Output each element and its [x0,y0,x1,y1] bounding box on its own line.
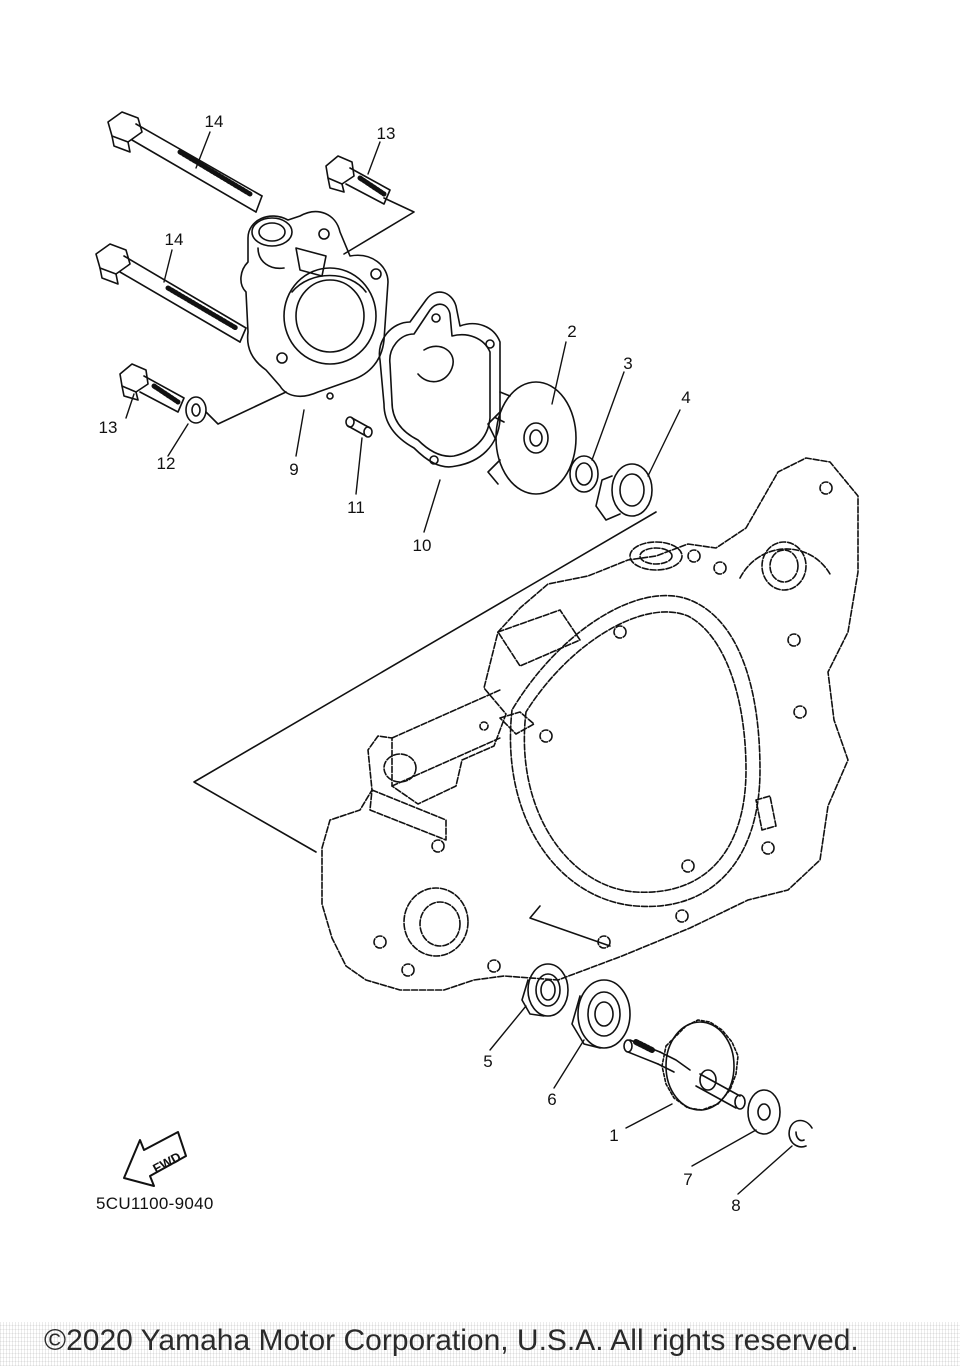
callout-8: 8 [731,1196,741,1215]
fwd-label: FWD [150,1149,183,1176]
leader-crankcase [193,511,657,853]
callout-9: 9 [289,460,299,479]
circlip-8 [788,1119,813,1148]
leader-13-upper [343,197,415,255]
impeller-2 [487,381,577,495]
bearing-6 [571,979,631,1049]
copyright-bar: ©2020 Yamaha Motor Corporation, U.S.A. A… [0,1322,960,1366]
impeller-shaft-gear-1 [623,1019,746,1111]
bolt-14-lower [95,243,247,343]
gasket-10 [378,291,501,468]
washer-7 [747,1089,781,1135]
callout-12: 12 [156,454,176,473]
bolt-13-upper [325,155,391,205]
oil-seal-3 [569,455,599,493]
callout-6: 6 [547,1090,557,1109]
diagram-code: 5CU1100-9040 [96,1194,214,1213]
callout-11: 11 [347,498,365,517]
callout-leaders [125,131,793,1195]
fwd-arrow-icon: FWD [123,1131,187,1187]
crankcase-details [373,481,833,977]
callout-10: 10 [412,536,432,555]
callout-13-lower: 13 [98,418,118,437]
callout-7: 7 [683,1170,693,1189]
water-pump-cover-9 [240,210,389,400]
bolt-13-lower [119,363,185,413]
dowel-pin-11 [345,416,373,438]
bearing-5 [521,963,569,1017]
crankcase-cover [321,457,859,991]
callout-4: 4 [681,388,691,407]
callout-3: 3 [623,354,633,373]
callout-13-upper: 13 [376,124,396,143]
callout-14-lower: 14 [164,230,184,249]
leader-13-lower [205,391,287,425]
washer-12 [185,396,207,424]
leader-shaft-bore [529,905,611,947]
callout-2: 2 [567,322,577,341]
bolt-14-upper [107,111,263,213]
callout-1: 1 [609,1126,619,1145]
callout-5: 5 [483,1052,493,1071]
seal-4 [595,463,653,521]
copyright-text: ©2020 Yamaha Motor Corporation, U.S.A. A… [44,1324,859,1357]
callout-14-upper: 14 [204,112,224,131]
